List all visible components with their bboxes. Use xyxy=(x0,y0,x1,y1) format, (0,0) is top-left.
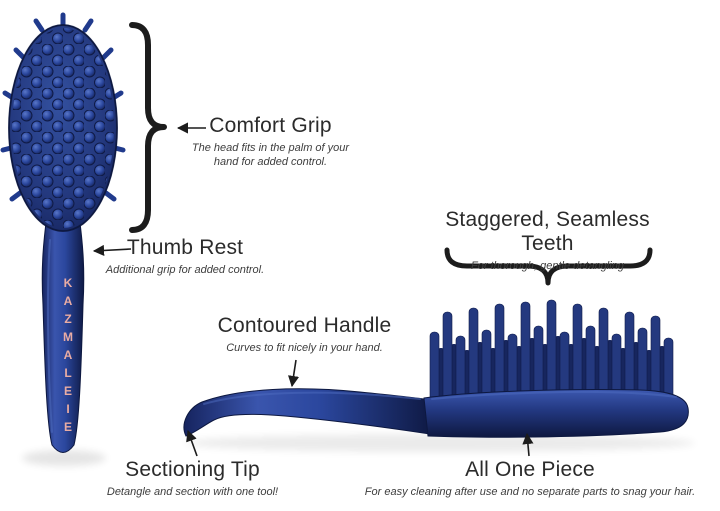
comfort-grip-brace xyxy=(129,22,167,233)
callout-comfort-grip: Comfort Grip The head fits in the palm o… xyxy=(188,114,353,170)
horizontal-brush xyxy=(183,299,689,438)
bristle-field xyxy=(12,28,114,228)
all-one-piece-subtitle: For easy cleaning after use and no separ… xyxy=(364,486,696,498)
vertical-brush xyxy=(0,12,126,453)
sectioning-tip-subtitle: Detangle and section with one tool! xyxy=(106,486,279,498)
callout-contoured-handle: Contoured Handle Curves to fit nicely in… xyxy=(212,314,397,355)
comfort-grip-title: Comfort Grip xyxy=(209,114,332,137)
callout-sectioning-tip: Sectioning Tip Detangle and section with… xyxy=(100,458,285,499)
all-one-piece-arrow xyxy=(522,432,534,457)
contoured-handle-title: Contoured Handle xyxy=(217,314,392,337)
teeth-brace xyxy=(444,247,653,286)
staggered-teeth-subtitle: For thorough, gentle detangling xyxy=(471,260,624,272)
annotation-graphics xyxy=(92,22,653,457)
contoured-handle-arrow xyxy=(287,359,300,388)
edge-bristles xyxy=(0,12,126,202)
thumb-rest-subtitle: Additional grip for added control. xyxy=(105,264,265,276)
shadows xyxy=(22,434,695,466)
callout-staggered-teeth: Staggered, Seamless Teeth For thorough, … xyxy=(425,208,670,273)
contoured-handle-subtitle: Curves to fit nicely in your hand. xyxy=(226,342,383,354)
all-one-piece-title: All One Piece xyxy=(465,458,595,481)
thumb-rest-title: Thumb Rest xyxy=(126,236,244,259)
brand-text: KAZMALEIE xyxy=(61,276,75,438)
staggered-teeth-title: Staggered, Seamless Teeth xyxy=(445,208,650,255)
sectioning-tip-title: Sectioning Tip xyxy=(125,458,260,481)
callout-thumb-rest: Thumb Rest Additional grip for added con… xyxy=(95,236,275,277)
sectioning-tip-arrow xyxy=(186,429,198,457)
comfort-grip-subtitle: The head fits in the palm of your hand f… xyxy=(191,142,350,169)
thumb-rest-arrow xyxy=(92,244,132,257)
callout-all-one-piece: All One Piece For easy cleaning after us… xyxy=(350,458,710,499)
